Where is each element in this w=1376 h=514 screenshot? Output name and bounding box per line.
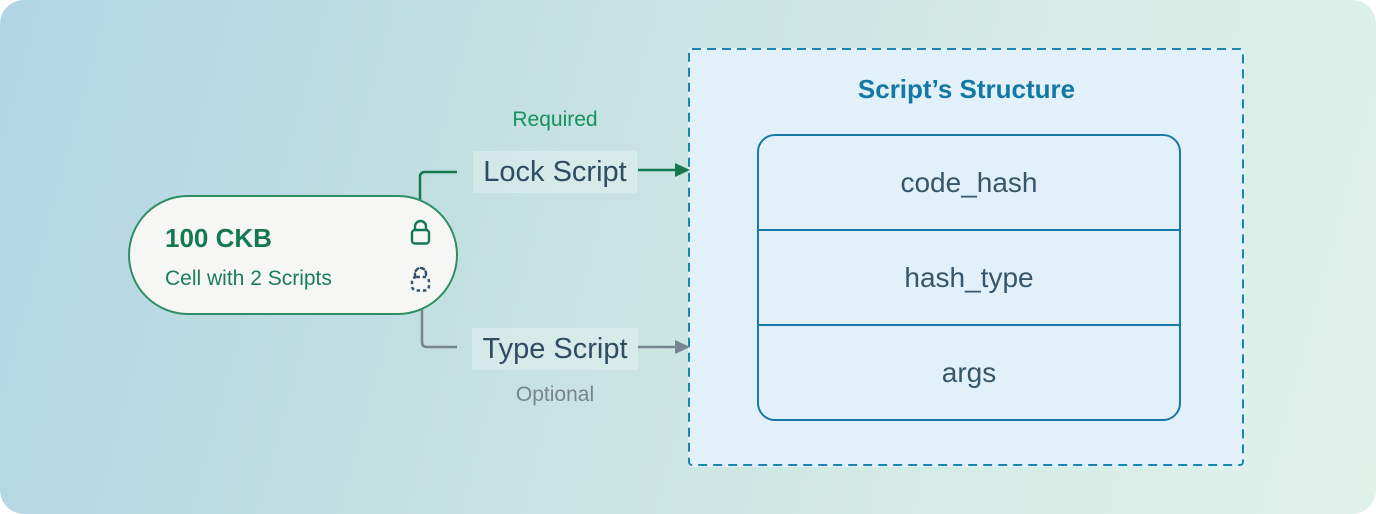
field-label-args: args [941,356,997,388]
cell-amount: 100 CKB [165,223,272,253]
field-row-code-hash: code_hash [759,136,1179,229]
type-script-label: Type Script [460,328,650,370]
lock-script-label-text: Lock Script [473,151,637,193]
type-script-label-text: Type Script [472,328,638,370]
script-fields-table: code_hash hash_type args [757,134,1181,421]
lock-dashed-icon [405,262,436,296]
cell-pill: 100 CKB Cell with 2 Scripts [128,195,458,315]
field-row-hash-type: hash_type [759,229,1179,324]
cell-lock-icons [405,216,436,296]
structure-box-title: Script’s Structure [857,74,1076,104]
field-row-args: args [759,324,1179,419]
field-label-hash-type: hash_type [904,261,1034,293]
cell-subtitle: Cell with 2 Scripts [165,267,332,290]
field-label-code-hash: code_hash [900,166,1038,198]
required-label: Required [512,108,598,131]
lock-icon [405,216,436,249]
optional-label: Optional [515,383,595,406]
cell-pill-text: 100 CKB Cell with 2 Scripts [165,223,332,291]
lock-script-label: Lock Script [460,151,650,193]
type-script-connector [420,306,457,349]
